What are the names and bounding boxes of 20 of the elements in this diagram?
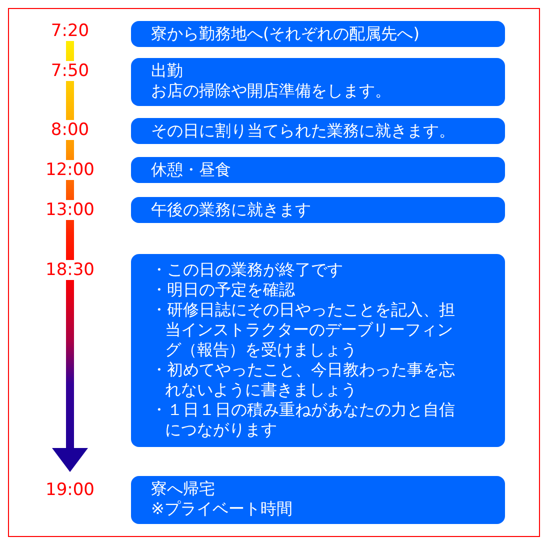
schedule-text: ・この日の業務が終了です — [151, 260, 344, 280]
schedule-box — [131, 476, 505, 524]
schedule-box — [131, 254, 505, 447]
schedule-text: ・明日の予定を確認 — [151, 280, 296, 300]
schedule-box — [131, 197, 505, 223]
schedule-text: 出勤 — [151, 61, 184, 81]
schedule-text: その日に割り当てられた業務に就きます。 — [151, 121, 456, 141]
schedule-text: ・研修日誌にその日やったことを記入、担当インストラクターのデーブリーフィング（報告）を受けましょう — [151, 300, 455, 360]
schedule-text: 寮へ帰宅 — [151, 479, 216, 499]
schedule-text: 午後の業務に就きます — [151, 200, 312, 220]
schedule-box — [131, 157, 505, 183]
schedule-text: お店の掃除や開店準備をします。 — [151, 81, 392, 101]
schedule-text: ・１日１日の積み重ねがあなたの力と自信につながります — [151, 400, 455, 440]
schedule-text: 休憩・昼食 — [151, 160, 232, 180]
schedule-box — [131, 58, 505, 106]
schedule-text: ※プライベート時間 — [151, 499, 294, 519]
schedule-box — [131, 21, 505, 47]
schedule-text: ・初めてやったこと、今日教わった事を忘れないように書きましょう — [151, 360, 455, 400]
schedule-text: 寮から勤務地へ(それぞれの配属先へ) — [151, 24, 420, 44]
schedule-box — [131, 118, 505, 144]
